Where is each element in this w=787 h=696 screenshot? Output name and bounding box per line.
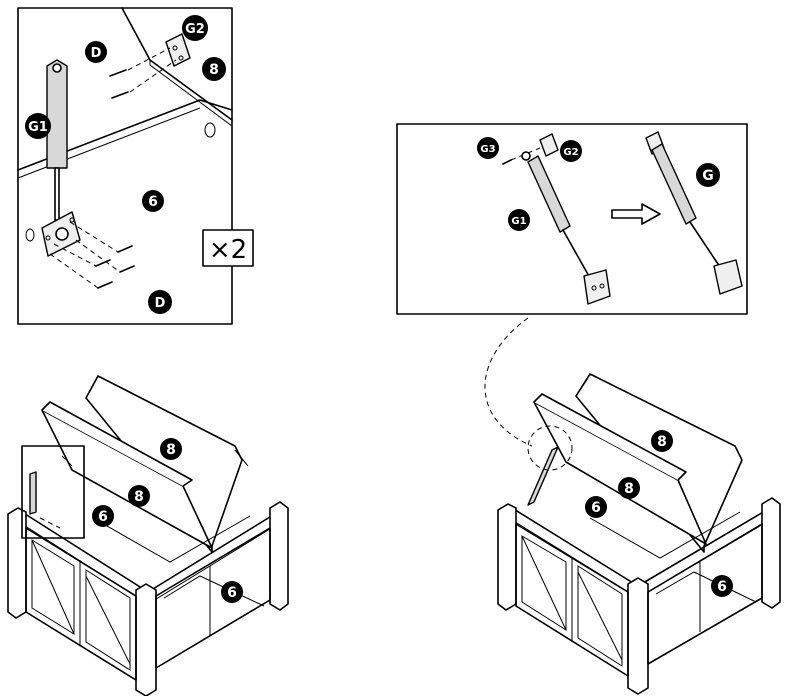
badge-screw-d-bottom: D [148, 290, 172, 314]
svg-text:G3: G3 [480, 144, 495, 155]
screw-icon [119, 265, 135, 273]
inset-right: G3 G2 G1 G [396, 123, 748, 315]
inset-left: G2 8 D G1 6 D ×2 [17, 7, 254, 325]
svg-text:6: 6 [717, 579, 727, 595]
svg-text:8: 8 [134, 489, 144, 505]
gas-strut-icon [29, 471, 37, 515]
svg-text:6: 6 [98, 509, 108, 525]
corner-post [269, 501, 289, 611]
svg-text:×2: ×2 [209, 235, 247, 265]
corner-post [135, 583, 157, 696]
svg-text:6: 6 [591, 500, 601, 516]
badge-g: G [696, 163, 720, 187]
gas-strut-icon [46, 59, 68, 169]
svg-text:G2: G2 [185, 22, 205, 37]
screw-icon [117, 245, 133, 253]
badge-lid-back: 8 [651, 430, 673, 452]
side-panel [647, 523, 763, 665]
mounting-plate-icon [583, 269, 611, 305]
screw-icon [95, 259, 111, 267]
svg-text:6: 6 [148, 194, 158, 210]
badge-frame-side: 6 [221, 581, 243, 603]
badge-g2: G2 [182, 15, 208, 41]
side-panel [155, 527, 271, 669]
badge-lid-front: 8 [618, 477, 640, 499]
badge-lid-back: 8 [160, 438, 182, 460]
badge-g1: G1 [508, 209, 530, 231]
badge-lid-front: 8 [128, 485, 150, 507]
inset-right-frame [396, 123, 748, 315]
corner-post [7, 507, 27, 619]
callout-box [21, 445, 85, 539]
mounting-plate-icon [713, 259, 743, 295]
corner-post [627, 577, 649, 695]
svg-text:G1: G1 [28, 120, 48, 135]
corner-post [761, 497, 781, 609]
badge-frame-inner: 6 [92, 505, 114, 527]
callout-line [484, 317, 533, 447]
assembly-left: 8 8 6 6 [7, 375, 289, 696]
screw-icon [111, 91, 129, 99]
svg-text:8: 8 [624, 481, 634, 497]
svg-text:G: G [702, 168, 714, 184]
badge-part-6: 6 [142, 190, 164, 212]
gas-strut-icon [527, 446, 559, 506]
inset-left-frame [17, 7, 233, 325]
corner-post [497, 503, 517, 611]
bracket-icon [165, 33, 191, 67]
svg-text:8: 8 [166, 442, 176, 458]
badge-screw-d-top: D [85, 41, 107, 63]
svg-text:D: D [155, 296, 166, 311]
front-panel [515, 523, 629, 677]
strut-rod [54, 167, 60, 221]
badge-frame-side: 6 [711, 575, 733, 597]
badge-g1: G1 [25, 113, 51, 139]
screw-icon [97, 281, 113, 289]
frame-top-rail [21, 511, 279, 593]
gas-strut-icon [651, 143, 697, 225]
strut-rod [689, 221, 723, 271]
svg-text:G1: G1 [511, 216, 526, 227]
gas-strut-icon [527, 155, 571, 233]
badge-frame-inner: 6 [585, 496, 607, 518]
bracket-icon [539, 133, 559, 157]
detail-circle [527, 425, 573, 471]
front-panel [25, 527, 137, 681]
screw-icon [502, 159, 512, 165]
strut-rod [562, 229, 591, 279]
multiplier-box: ×2 [202, 229, 254, 267]
svg-text:8: 8 [209, 62, 219, 78]
badge-g2: G2 [560, 140, 582, 162]
assembly-right: 8 8 6 6 [497, 373, 781, 695]
frame-rail [17, 99, 233, 171]
hole-icon [204, 122, 216, 138]
badge-part-8: 8 [202, 57, 226, 81]
svg-text:G2: G2 [563, 147, 578, 158]
svg-text:D: D [91, 46, 102, 61]
right-arrow-icon [611, 203, 661, 225]
screw-icon [109, 69, 127, 77]
svg-text:6: 6 [227, 585, 237, 601]
badge-g3: G3 [477, 137, 499, 159]
svg-text:8: 8 [657, 434, 667, 450]
